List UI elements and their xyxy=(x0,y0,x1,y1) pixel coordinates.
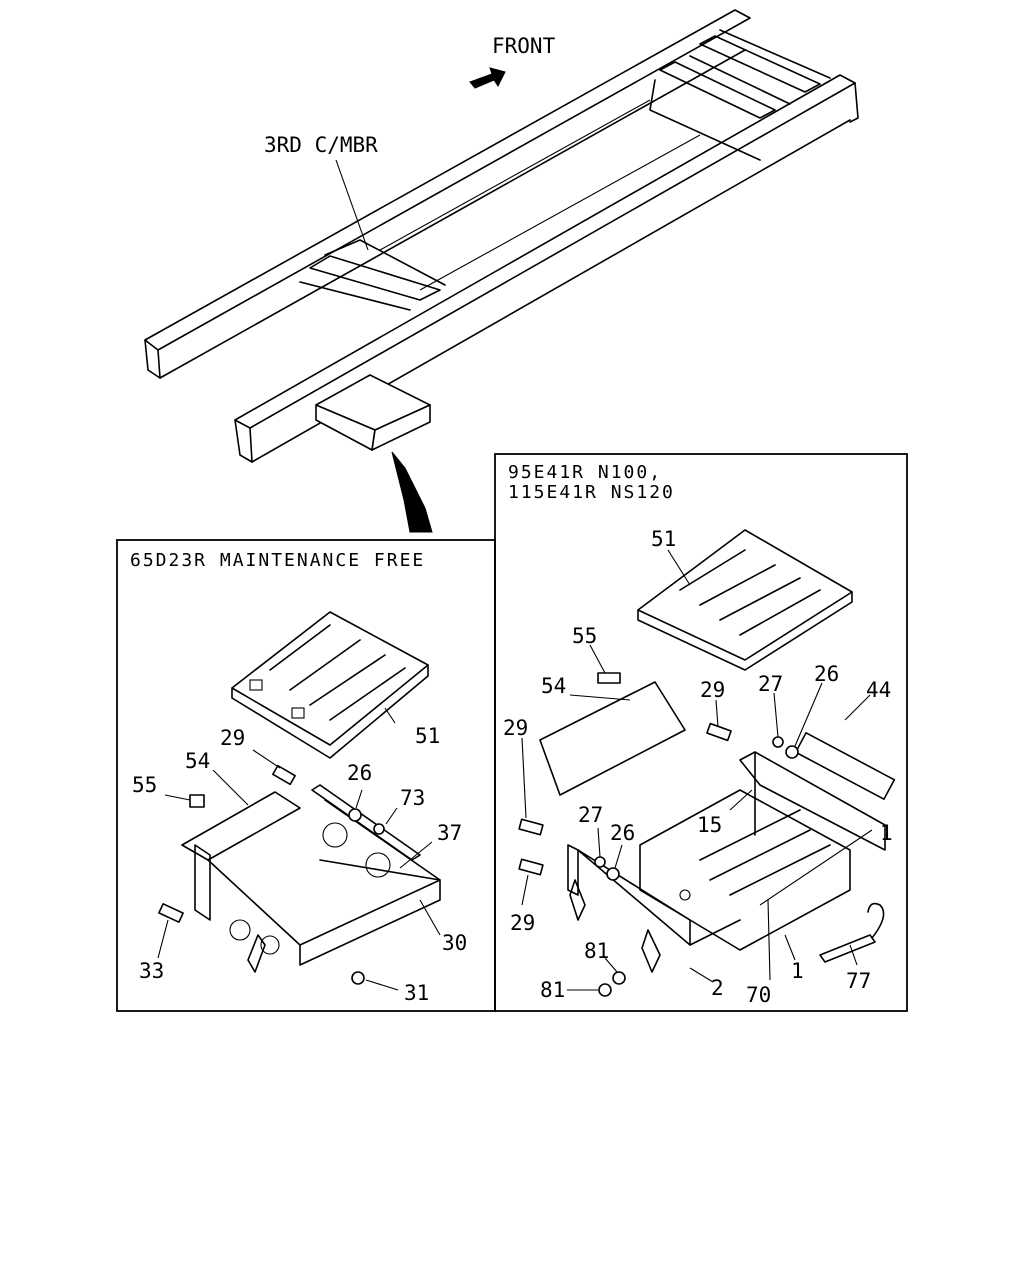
left-callout-54: 54 xyxy=(185,749,210,773)
left-panel-frame xyxy=(116,539,496,1012)
right-callout-29-left: 29 xyxy=(503,716,528,740)
right-battery-tray xyxy=(539,681,896,973)
right-battery-cover-51 xyxy=(637,529,853,671)
left-callout-51: 51 xyxy=(415,724,440,748)
left-panel-header: 65D23R MAINTENANCE FREE xyxy=(130,550,425,571)
left-callout-55: 55 xyxy=(132,773,157,797)
right-callout-77: 77 xyxy=(846,969,871,993)
right-panel-header-line2: 115E41R NS120 xyxy=(508,482,675,503)
right-callout-29-lower: 29 xyxy=(510,911,535,935)
right-callout-27-upper: 27 xyxy=(758,672,783,696)
left-callout-37: 37 xyxy=(437,821,462,845)
right-callout-15: 15 xyxy=(697,813,722,837)
left-callout-33: 33 xyxy=(139,959,164,983)
right-callout-54: 54 xyxy=(541,674,566,698)
right-hardware-parts xyxy=(518,672,799,997)
right-callout-29-upper: 29 xyxy=(700,678,725,702)
right-callout-26-upper: 26 xyxy=(814,662,839,686)
left-callout-31: 31 xyxy=(404,981,429,1005)
right-callout-1-upper: 1 xyxy=(880,821,893,845)
left-callout-leaders xyxy=(157,707,441,991)
right-callout-81-lower: 81 xyxy=(540,978,565,1002)
right-callout-51: 51 xyxy=(651,527,676,551)
left-callout-29: 29 xyxy=(220,726,245,750)
right-callout-81-upper: 81 xyxy=(584,939,609,963)
chassis-frame-illustration xyxy=(144,9,859,533)
right-callout-70: 70 xyxy=(746,983,771,1007)
right-callout-26-lower: 26 xyxy=(610,821,635,845)
third-crossmember-label: 3RD C/MBR xyxy=(264,133,378,157)
left-callout-30: 30 xyxy=(442,931,467,955)
left-callout-73: 73 xyxy=(400,786,425,810)
right-callout-44: 44 xyxy=(866,678,891,702)
right-callout-2: 2 xyxy=(711,976,724,1000)
left-battery-cover-51 xyxy=(231,611,429,759)
right-callout-leaders xyxy=(521,549,873,991)
right-callout-55: 55 xyxy=(572,624,597,648)
right-callout-1-lower: 1 xyxy=(791,959,804,983)
left-callout-26: 26 xyxy=(347,761,372,785)
right-panel-frame xyxy=(494,453,908,1012)
right-callout-27-lower: 27 xyxy=(578,803,603,827)
front-direction-label: FRONT xyxy=(492,34,556,58)
left-hardware-parts xyxy=(158,764,385,985)
left-battery-tray xyxy=(181,784,441,973)
right-panel-header-line1: 95E41R N100, xyxy=(508,462,662,483)
